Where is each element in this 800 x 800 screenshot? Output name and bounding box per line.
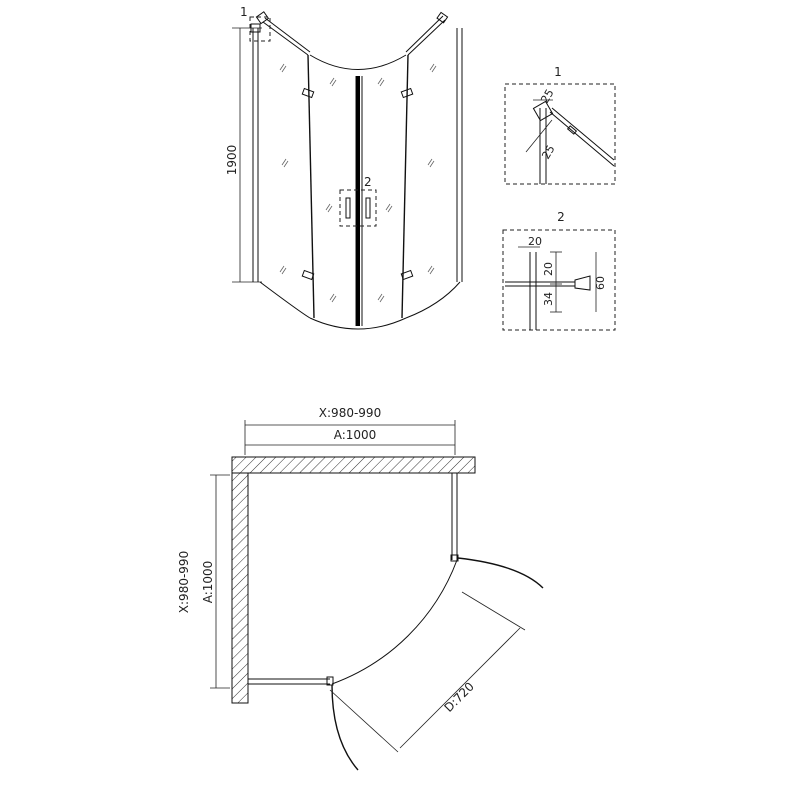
- detail-1: 1 25 25: [504, 65, 616, 185]
- right-wall-profile: [456, 28, 463, 282]
- height-dimension: 1900: [225, 27, 262, 283]
- detail-2-dim-total: 60: [594, 276, 607, 290]
- stabiliser-bar-left: [255, 11, 311, 56]
- plan-view: X:980-990 A:1000 X:980-990 A:1000 D:720: [177, 406, 544, 771]
- plan-x-range-left: X:980-990: [177, 551, 191, 613]
- glass-reflections: [279, 63, 437, 303]
- stabiliser-bar-right: [405, 11, 449, 56]
- front-view: 1900 1: [225, 5, 463, 330]
- plan-x-range-top: X:980-990: [319, 406, 381, 420]
- back-wall: [231, 456, 476, 474]
- callout-2-box: [339, 189, 377, 227]
- door-handles: [345, 197, 371, 219]
- callout-1-box: [249, 16, 271, 42]
- detail-1-title: 1: [554, 65, 562, 79]
- detail-1-dim-a: 25: [538, 87, 556, 106]
- detail-2-dim-top: 20: [542, 262, 555, 276]
- detail-2-dim-bottom: 34: [542, 292, 555, 306]
- left-wall-profile: [250, 23, 261, 282]
- plan-a-left: A:1000: [201, 561, 215, 604]
- callout-1-label: 1: [240, 5, 248, 19]
- detail-2-dim-width: 20: [528, 235, 542, 248]
- left-door-open: [331, 684, 359, 771]
- left-wall: [231, 472, 249, 704]
- detail-2-title: 2: [557, 210, 565, 224]
- plan-d-label: D:720: [441, 679, 476, 714]
- curved-door-arc: [331, 559, 458, 685]
- right-door-open: [457, 557, 544, 589]
- detail-1-dim-b: 25: [539, 143, 557, 162]
- height-label: 1900: [225, 145, 239, 176]
- callout-2-label: 2: [364, 175, 372, 189]
- hinges: [301, 87, 414, 281]
- plan-a-top: A:1000: [334, 428, 377, 442]
- detail-2: 2 20 20 34 60: [502, 210, 616, 331]
